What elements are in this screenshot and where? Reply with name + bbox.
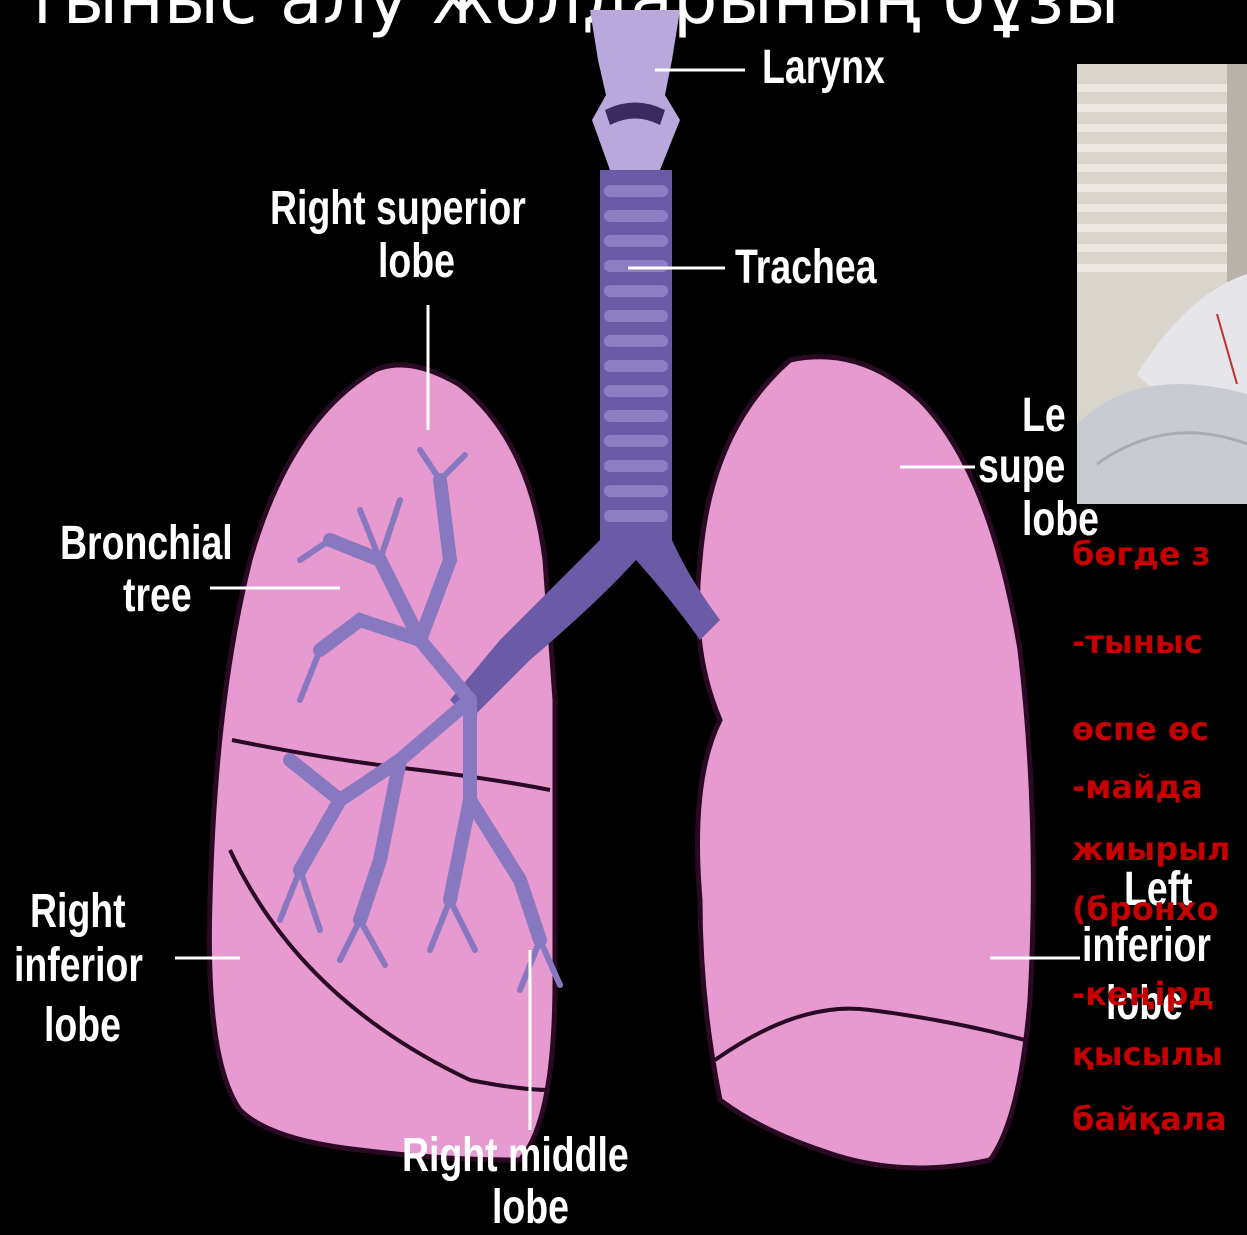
side-text-6: (бронхо <box>1072 890 1219 928</box>
side-text-5: жиырыл <box>1072 830 1230 868</box>
side-text-1: бөгде з <box>1072 535 1210 573</box>
right-lung <box>209 365 555 1160</box>
label-left-superior-1: Le <box>1022 392 1066 440</box>
label-right-superior-2: lobe <box>378 238 455 286</box>
label-right-middle-1: Right middle <box>402 1132 629 1180</box>
label-bronchial-2: tree <box>123 572 192 620</box>
label-left-inferior-2: inferior <box>1082 922 1211 970</box>
side-text-9: байқала <box>1072 1100 1227 1138</box>
label-right-inferior-3: lobe <box>44 1002 121 1050</box>
label-right-superior-1: Right superior <box>270 185 526 233</box>
label-right-inferior-2: inferior <box>14 942 143 990</box>
side-text-2: -тыныс <box>1072 623 1203 661</box>
patient-photo <box>1077 64 1247 504</box>
label-right-middle-2: lobe <box>492 1184 569 1232</box>
label-trachea: Trachea <box>735 244 877 292</box>
label-left-superior-2: supe <box>978 443 1065 491</box>
side-text-4: -майда <box>1072 768 1203 806</box>
larynx-shape <box>590 10 680 170</box>
label-larynx: Larynx <box>762 44 885 92</box>
label-bronchial-1: Bronchial <box>60 520 233 568</box>
label-right-inferior-1: Right <box>30 888 126 936</box>
side-text-3: өспе өс <box>1072 710 1209 748</box>
side-text-7: -кеңірд <box>1072 975 1214 1013</box>
side-text-8: қысылы <box>1072 1035 1223 1073</box>
